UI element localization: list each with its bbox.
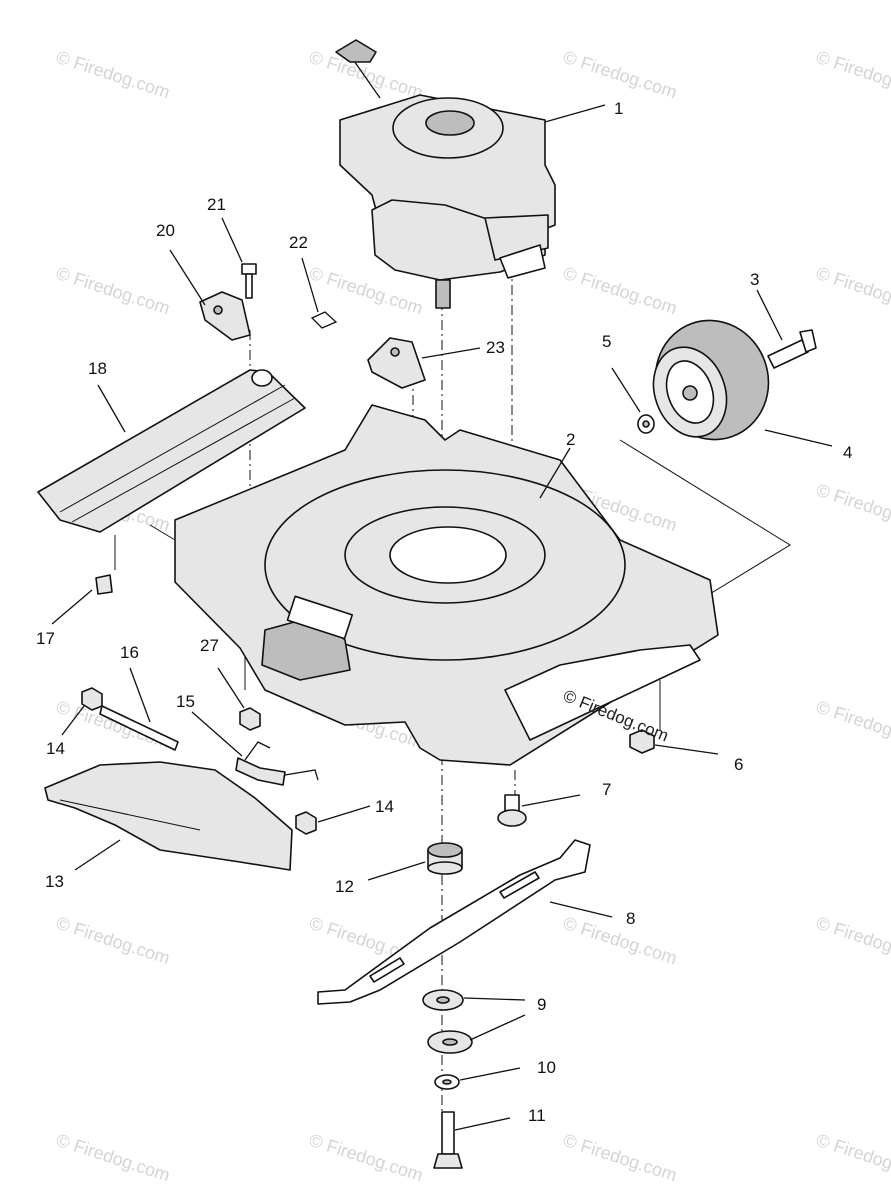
deck-housing [174,404,719,766]
leader-lines [51,104,833,1131]
callout-10: 10 [537,1058,556,1077]
bracket-bolt [241,263,257,299]
callout-23: 23 [486,338,505,357]
callout-21: 21 [207,195,226,214]
blade-spacers [422,989,473,1054]
deck-bracket [367,337,426,389]
bracket-nut [239,707,261,731]
watermark: © Firedog.com [561,47,680,103]
callout-labels: 1 2 3 4 5 6 7 8 9 10 11 12 13 14 14 15 1… [36,99,852,1125]
callout-8: 8 [626,909,635,928]
deflector-nut-right [295,811,317,835]
callout-14: 14 [46,739,65,758]
callout-9: 9 [537,995,546,1014]
watermark: © Firedog.com [814,47,891,103]
lock-washer [434,1074,460,1090]
callout-18: 18 [88,359,107,378]
height-adjust-bracket [199,291,251,341]
callout-6: 6 [734,755,743,774]
callout-15: 15 [176,692,195,711]
torsion-spring [235,741,319,786]
hinge-rod [99,705,179,751]
callout-16: 16 [120,643,139,662]
rod-clip [95,574,113,595]
wheel-bolt [767,329,817,369]
callout-12: 12 [335,877,354,896]
callout-4: 4 [843,443,852,462]
wheel [652,319,770,441]
retaining-pin [310,311,338,329]
deflector-nut-left [81,687,103,711]
callout-2: 2 [566,430,575,449]
washer [637,414,655,434]
callout-13: 13 [45,872,64,891]
hex-nut [629,729,655,754]
watermark: © Firedog.com [307,1130,426,1186]
callout-5: 5 [602,332,611,351]
callout-27: 27 [200,636,219,655]
callout-20: 20 [156,221,175,240]
watermark: © Firedog.com [814,263,891,319]
watermark: © Firedog.com [561,913,680,969]
callout-14: 14 [375,797,394,816]
adapter-bolt [497,794,527,827]
rear-baffle [37,369,306,533]
callout-22: 22 [289,233,308,252]
watermark: © Firedog.com [54,263,173,319]
blade-adapter [427,842,463,875]
rear-deflector [44,761,293,871]
watermark: © Firedog.com [54,913,173,969]
watermark: © Firedog.com [814,480,891,536]
callout-7: 7 [602,780,611,799]
watermark: © Firedog.com [814,1130,891,1186]
callout-3: 3 [750,270,759,289]
blade-bolt [433,1111,463,1169]
watermark: © Firedog.com [561,263,680,319]
callout-17: 17 [36,629,55,648]
callout-11: 11 [528,1106,546,1125]
watermark: © Firedog.com [54,1130,173,1186]
watermark: © Firedog.com [814,697,891,753]
watermark: © Firedog.com [54,697,173,753]
engine [335,39,556,309]
watermark: © Firedog.com [54,47,173,103]
blade [317,839,591,1005]
watermark: © Firedog.com [561,1130,680,1186]
callout-1: 1 [614,99,623,118]
watermark: © Firedog.com [814,913,891,969]
